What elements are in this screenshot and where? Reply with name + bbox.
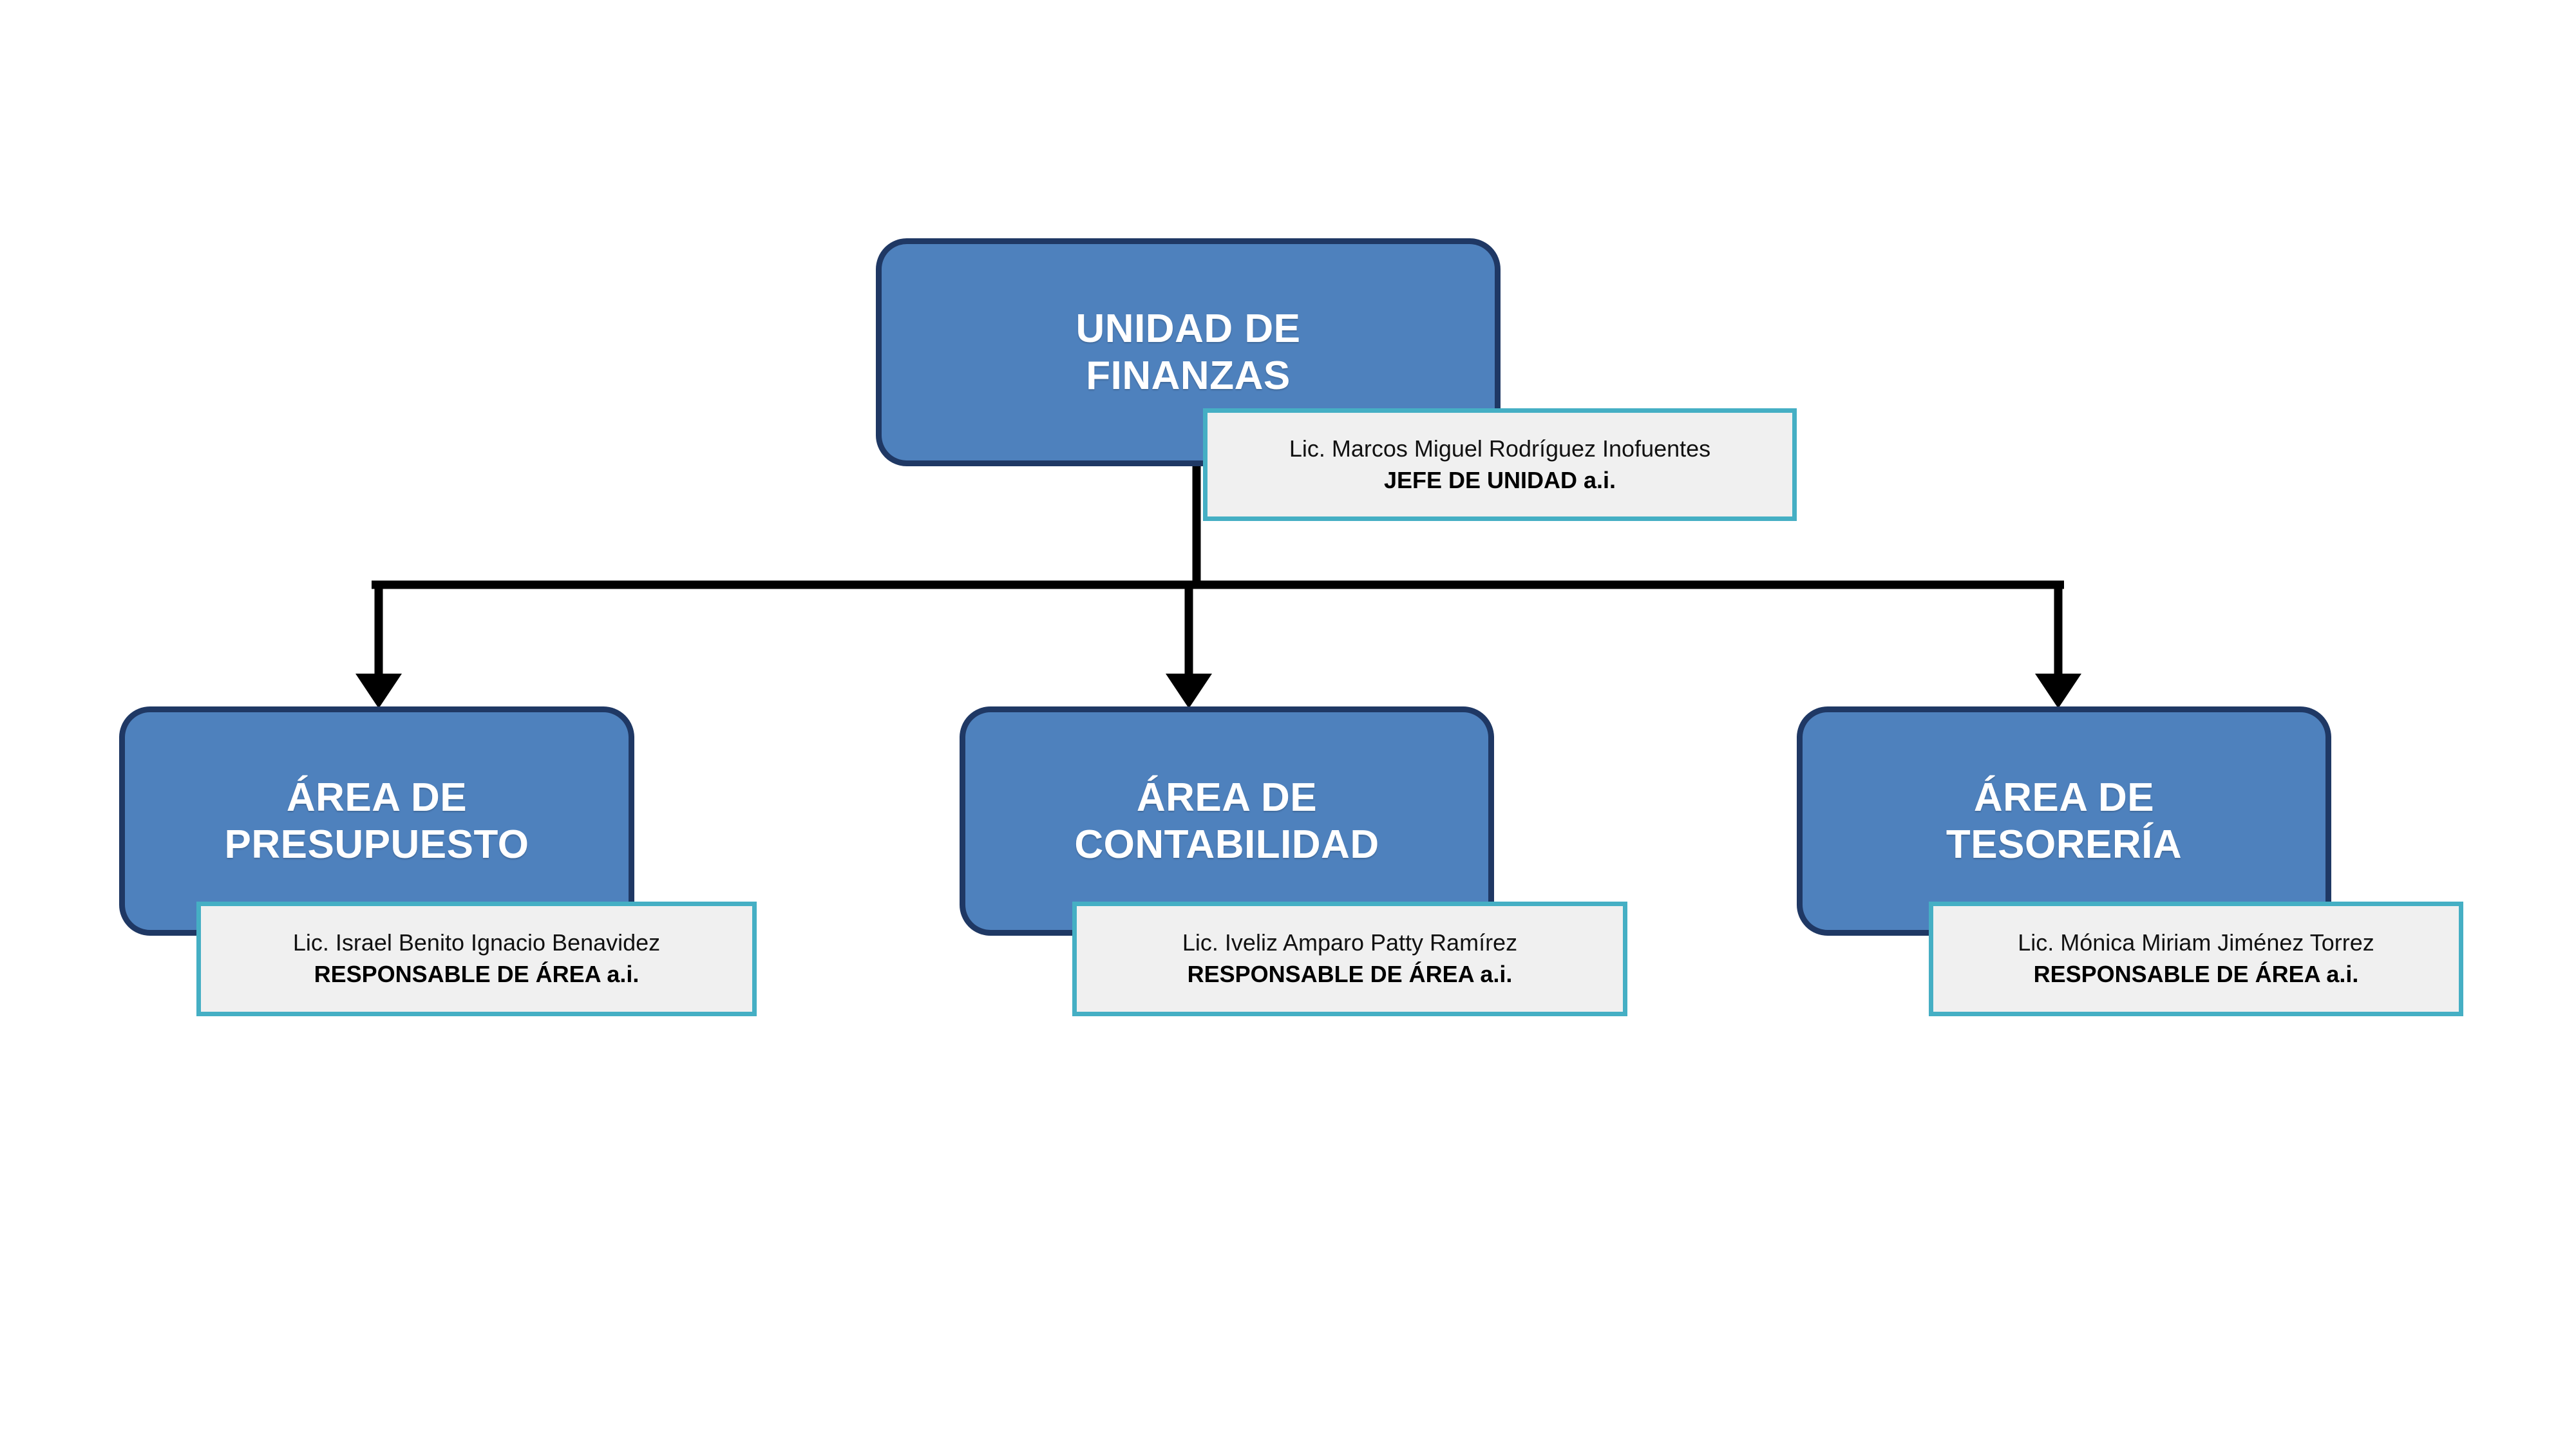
org-node-title: ÁREA DE TESORERÍA [1946,775,2183,867]
arrowhead-tesoreria [2035,674,2081,708]
org-node-title: ÁREA DE CONTABILIDAD [1074,775,1379,867]
person-name: Lic. Iveliz Amparo Patty Ramírez [1182,929,1518,956]
person-name: Lic. Marcos Miguel Rodríguez Inofuentes [1289,435,1711,462]
person-label-unidad-de-finanzas[interactable]: Lic. Marcos Miguel Rodríguez Inofuentes … [1203,408,1797,521]
person-label-area-de-contabilidad[interactable]: Lic. Iveliz Amparo Patty Ramírez RESPONS… [1072,902,1627,1016]
person-label-area-de-presupuesto[interactable]: Lic. Israel Benito Ignacio Benavidez RES… [196,902,757,1016]
person-role: RESPONSABLE DE ÁREA a.i. [1187,961,1513,987]
arrowhead-contabilidad [1166,674,1212,708]
person-role: JEFE DE UNIDAD a.i. [1383,466,1616,493]
person-role: RESPONSABLE DE ÁREA a.i. [314,961,639,987]
org-node-title: ÁREA DE PRESUPUESTO [224,775,529,867]
org-node-area-de-contabilidad[interactable]: ÁREA DE CONTABILIDAD [960,706,1494,936]
person-label-area-de-tesoreria[interactable]: Lic. Mónica Miriam Jiménez Torrez RESPON… [1929,902,2463,1016]
org-node-title: UNIDAD DE FINANZAS [1075,306,1301,398]
person-name: Lic. Israel Benito Ignacio Benavidez [292,929,661,956]
org-node-area-de-presupuesto[interactable]: ÁREA DE PRESUPUESTO [119,706,634,936]
person-role: RESPONSABLE DE ÁREA a.i. [2033,961,2359,987]
org-node-area-de-tesoreria[interactable]: ÁREA DE TESORERÍA [1797,706,2331,936]
org-node-unidad-de-finanzas[interactable]: UNIDAD DE FINANZAS [876,238,1501,466]
arrowhead-presupuesto [355,674,402,708]
person-name: Lic. Mónica Miriam Jiménez Torrez [2018,929,2374,956]
